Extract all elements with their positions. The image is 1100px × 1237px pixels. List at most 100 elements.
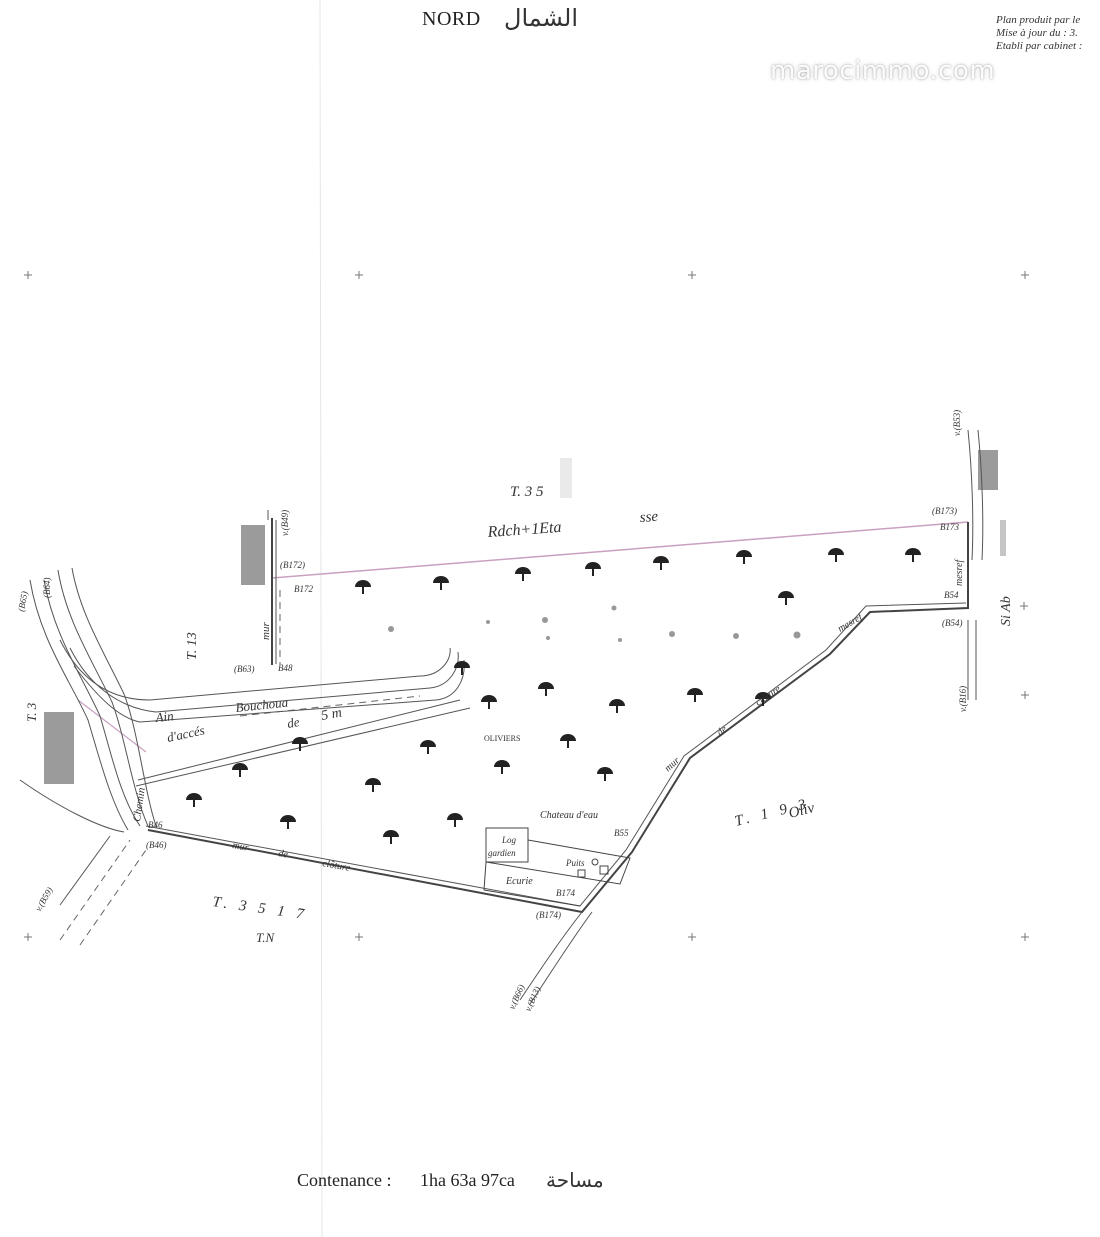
east-wall-label-2: de [715, 724, 730, 739]
building-label-tail: sse [639, 509, 659, 526]
parcel-label-west: T. 13 [185, 632, 200, 660]
chateau-label: Chateau d'eau [540, 810, 598, 821]
olive-tree-icon [905, 548, 921, 562]
point-b172: (B172) [280, 560, 305, 570]
point-b65: (B65) [16, 590, 29, 612]
parcel-label-east-tail: Oliv [787, 800, 816, 822]
puits-marker [577, 869, 586, 878]
olive-tree-icon [355, 580, 371, 594]
olive-tree-icon [585, 562, 601, 576]
log-label: Log [501, 835, 517, 845]
chateau-circle [591, 858, 599, 866]
southeast-tail [519, 911, 593, 1005]
access-road [59, 639, 471, 787]
point-b55: B55 [614, 828, 629, 838]
area-statement: Contenance : 1ha 63a 97ca [297, 1170, 539, 1191]
olive-tree-icon [365, 778, 381, 792]
parcel-label-tn: T.N [256, 930, 276, 945]
point-v-b49: v.(B49) [280, 510, 290, 536]
olive-tree-icon [538, 682, 554, 696]
parcel-label-south: T. 3 5 1 7 [211, 894, 308, 923]
smudges [388, 605, 801, 642]
buildings [483, 827, 631, 907]
point-b48: B48 [278, 663, 293, 673]
east-lines [267, 429, 984, 700]
road-label-width: 5 m [320, 706, 343, 724]
road-label-bouchoua: Bouchoua [235, 695, 289, 715]
point-b54: B54 [944, 590, 959, 600]
north-label: NORD [422, 8, 481, 30]
olive-tree-icon [687, 688, 703, 702]
olive-trees [186, 548, 921, 844]
parcel-label-north: T. 3 5 [510, 484, 544, 500]
point-b46: B46 [148, 820, 163, 830]
point-b173-inner: B173 [940, 522, 959, 532]
meta-line: Mise à jour du : 3. [996, 27, 1078, 39]
chemin-label: Chemin [131, 786, 148, 822]
plan-metadata: Plan produit par le Mise à jour du : 3. … [996, 14, 1100, 53]
log-gardien-building [485, 827, 529, 863]
point-b54-outer: (B54) [942, 618, 963, 628]
point-b173: (B173) [932, 506, 957, 516]
olive-tree-icon [597, 767, 613, 781]
gardien-label: gardien [488, 848, 516, 858]
olive-tree-icon [560, 734, 576, 748]
redaction-block [978, 450, 998, 490]
redaction-block [560, 458, 572, 498]
parcel-label-si: Si Ab [999, 596, 1014, 626]
fold-line [319, 0, 323, 1237]
road-label-ain: Ain [154, 708, 175, 725]
olive-tree-icon [494, 760, 510, 774]
redaction-block [241, 525, 265, 585]
ecurie-building [485, 839, 631, 885]
road-label-acces: d'accés [166, 722, 206, 745]
meta-line: Etabli par cabinet : [996, 40, 1083, 52]
olive-tree-icon [454, 661, 470, 675]
olive-tree-icon [447, 813, 463, 827]
olive-tree-icon [420, 740, 436, 754]
olive-tree-icon [736, 550, 752, 564]
olive-tree-icon [515, 567, 531, 581]
olive-tree-icon [481, 695, 497, 709]
building-label: Rdch+1Eta [486, 519, 562, 541]
point-b63: (B63) [234, 664, 255, 674]
ecurie-label: Ecurie [505, 876, 533, 887]
watermark: marocimmo.com [770, 56, 996, 86]
south-wall-label-3: clôture [321, 858, 351, 874]
wall-label-west: mur [260, 622, 272, 640]
point-v-b16: v.(B16) [958, 686, 968, 712]
redaction-block [1000, 520, 1006, 556]
point-b174: B174 [556, 888, 575, 898]
olive-tree-icon [383, 830, 399, 844]
registration-marks [24, 271, 1029, 941]
area-value: 1ha 63a 97ca [419, 1170, 515, 1190]
meta-line: Plan produit par le [996, 14, 1081, 26]
olive-tree-icon [828, 548, 844, 562]
area-label-arabic: مساحة [546, 1168, 604, 1192]
area-label: Contenance : [297, 1170, 392, 1190]
west-channel [19, 567, 157, 906]
puits-square [599, 865, 609, 875]
olive-tree-icon [232, 763, 248, 777]
point-b64: (B64) [42, 578, 52, 599]
south-wall-label-1: mur [231, 840, 249, 854]
road-label-de: de [286, 714, 301, 731]
west-pink-line [77, 699, 147, 753]
point-b46-outer: (B46) [146, 840, 167, 850]
redaction-block [44, 712, 74, 784]
puits-label: Puits [565, 858, 585, 868]
mesref-label-east: mesref [954, 558, 965, 586]
point-v-b59: v.(B59) [33, 885, 55, 913]
map-labels: T. 3 5 Rdch+1Eta sse T. 13 T. 3 Ain Bouc… [24, 484, 1014, 945]
north-boundary [271, 521, 969, 579]
point-v-b53: v.(B53) [952, 410, 962, 436]
olive-tree-icon [280, 815, 296, 829]
point-v-b13: v.(B13) [523, 985, 543, 1013]
redactions [44, 450, 1006, 784]
south-wall-label-2: de [277, 848, 289, 861]
olive-tree-icon [653, 556, 669, 570]
olive-tree-icon [609, 699, 625, 713]
olive-tree-icon [433, 576, 449, 590]
east-wall-label-3: clôture [754, 683, 784, 708]
